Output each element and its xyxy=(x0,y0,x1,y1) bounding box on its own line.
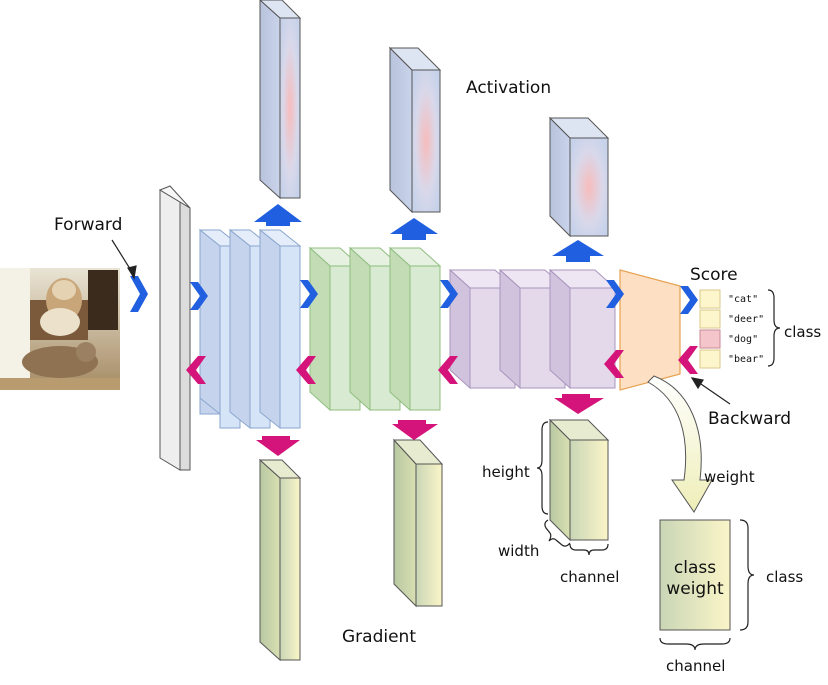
conv-block-2 xyxy=(308,246,442,412)
forward-arrow xyxy=(440,280,458,308)
height-brace xyxy=(536,421,549,515)
activation-label: Activation xyxy=(466,78,551,98)
gradient-label: Gradient xyxy=(342,627,416,647)
forward-arrow xyxy=(680,286,698,314)
gradient-volume-2 xyxy=(392,438,444,608)
class-weight-channel-label: channel xyxy=(666,657,725,675)
block1-slab xyxy=(258,228,302,430)
width-label: width xyxy=(498,542,539,560)
activation-up-arrow xyxy=(552,240,604,262)
class-weight-label-line2: weight xyxy=(666,579,724,599)
score-label: "dog" xyxy=(728,334,758,345)
height-label: height xyxy=(482,463,530,481)
conv-block-3 xyxy=(448,268,617,390)
block2-slab xyxy=(388,246,442,412)
input-image xyxy=(0,268,120,390)
pointer-arrows xyxy=(111,239,731,405)
classifier-layer xyxy=(619,269,681,391)
score-cell xyxy=(699,289,721,309)
class-weight-matrix: class weight xyxy=(659,519,755,651)
gradient-down-arrow xyxy=(392,420,438,440)
backward-arrow xyxy=(438,356,458,384)
activation-volume-2 xyxy=(388,46,442,214)
gradient-down-arrow xyxy=(554,394,604,414)
class-weight-right-brace xyxy=(739,519,755,631)
class-weight-class-label: class xyxy=(766,568,803,586)
conv-block-1 xyxy=(198,228,302,430)
backward-arrow xyxy=(186,356,206,384)
gradient-volume-3 xyxy=(548,418,610,542)
score-class-label: class xyxy=(784,323,821,341)
score-label: "deer" xyxy=(728,314,764,325)
score-label: "cat" xyxy=(728,294,758,305)
dimension-braces xyxy=(536,421,609,556)
forward-arrow xyxy=(190,282,208,310)
backward-arrow xyxy=(604,350,624,378)
classifier-to-weight-arrow xyxy=(647,375,713,513)
width-brace xyxy=(544,519,571,547)
activation-volume-3 xyxy=(548,116,610,238)
class-brace xyxy=(767,289,781,367)
score-cell-highlighted xyxy=(699,329,721,349)
forward-arrows xyxy=(130,204,698,314)
score-cell xyxy=(699,349,721,369)
activation-volume-1 xyxy=(259,0,302,200)
score-title: Score xyxy=(690,265,738,285)
backward-label: Backward xyxy=(708,409,791,429)
forward-arrow xyxy=(130,276,148,312)
weight-label: weight xyxy=(704,468,755,486)
channel-label: channel xyxy=(560,568,619,586)
gradient-down-arrow xyxy=(256,436,300,456)
forward-arrow xyxy=(300,280,318,308)
gradient-volume-1 xyxy=(258,458,302,662)
class-weight-label-line1: class xyxy=(674,558,716,578)
channel-brace xyxy=(569,543,609,556)
activation-up-arrow xyxy=(254,204,302,226)
class-weight-bottom-brace xyxy=(659,637,731,651)
score-label: "bear" xyxy=(728,354,764,365)
score-vector: "cat" "deer" "dog" "bear" xyxy=(699,289,781,369)
backward-arrows xyxy=(186,346,698,456)
backward-arrow xyxy=(678,346,698,374)
input-layer-panel xyxy=(158,185,191,471)
forward-label: Forward xyxy=(54,215,122,235)
score-cell xyxy=(699,309,721,329)
block3-slab xyxy=(548,268,617,390)
activation-up-arrow xyxy=(390,218,438,240)
forward-arrow xyxy=(606,280,624,308)
backward-arrow xyxy=(296,356,316,384)
